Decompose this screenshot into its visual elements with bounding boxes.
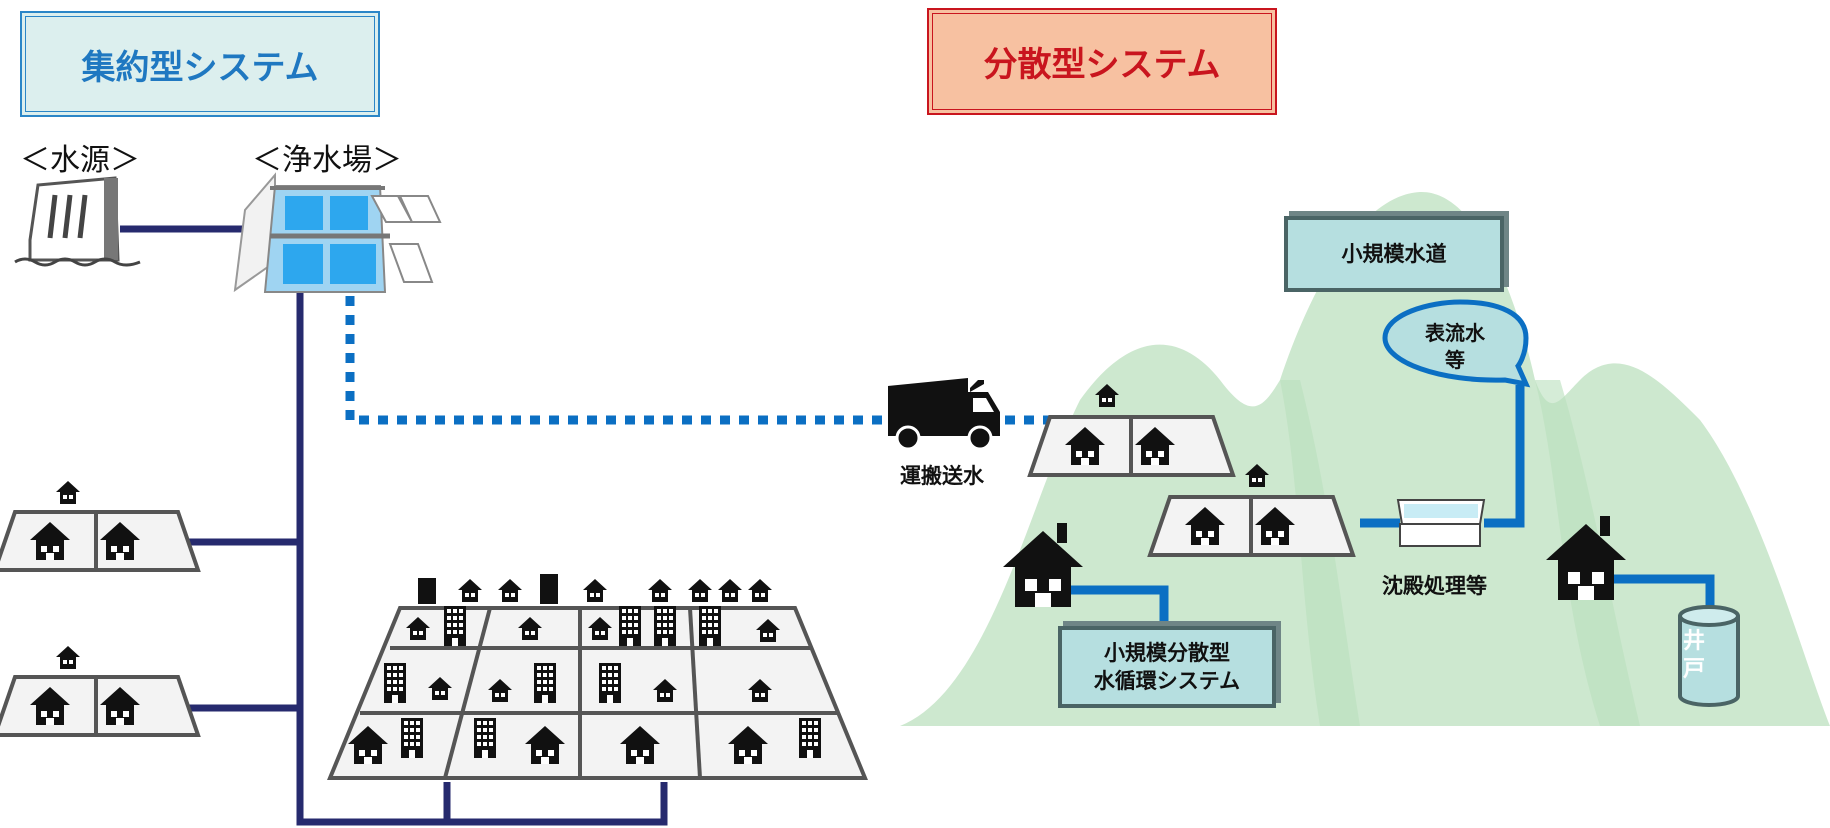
well-icon (1678, 605, 1740, 707)
main-pipe-network (120, 225, 668, 826)
surface-water-label: 表流水 等 (1385, 320, 1525, 374)
truck-icon (888, 378, 1000, 451)
city-grid (327, 574, 868, 780)
truck-route-dotted (345, 296, 1070, 425)
single-house-left (1003, 523, 1083, 607)
decentral-line2: 水循環システム (1093, 669, 1241, 693)
surface-water-line1: 表流水 (1425, 321, 1485, 345)
single-house-right (1546, 516, 1626, 600)
water-treatment-plant-icon (233, 172, 442, 293)
decentralized-system-title-text: 分散型システム (983, 45, 1221, 85)
decentralized-system-box: 小規模分散型 水循環システム (1058, 626, 1276, 708)
small-water-supply-text: 小規模水道 (1341, 242, 1447, 266)
residential-plot-1 (0, 481, 198, 570)
water-source-label: ＜水源＞ (20, 143, 140, 178)
sedimentation-tank-icon (1396, 499, 1486, 547)
surface-water-bubble (1382, 299, 1531, 388)
well-label: 井 戸 (1680, 628, 1708, 684)
truck-transport-label: 運搬送水 (900, 464, 984, 488)
small-water-supply-box: 小規模水道 (1284, 216, 1504, 292)
residential-plot-2 (0, 646, 198, 735)
well-line2: 戸 (1682, 657, 1705, 682)
decentralized-system-title: 分散型システム (927, 8, 1277, 115)
centralized-system-title-text: 集約型システム (81, 47, 319, 88)
centralized-system-title: 集約型システム (20, 11, 380, 117)
sedimentation-label: 沈殿処理等 (1382, 574, 1487, 598)
dam-icon (14, 176, 141, 267)
decentral-line1: 小規模分散型 (1104, 641, 1230, 665)
treatment-plant-label: ＜浄水場＞ (252, 143, 402, 178)
decentralized-pipes (1062, 385, 1715, 626)
well-line1: 井 (1682, 629, 1705, 654)
surface-water-line2: 等 (1445, 348, 1465, 372)
